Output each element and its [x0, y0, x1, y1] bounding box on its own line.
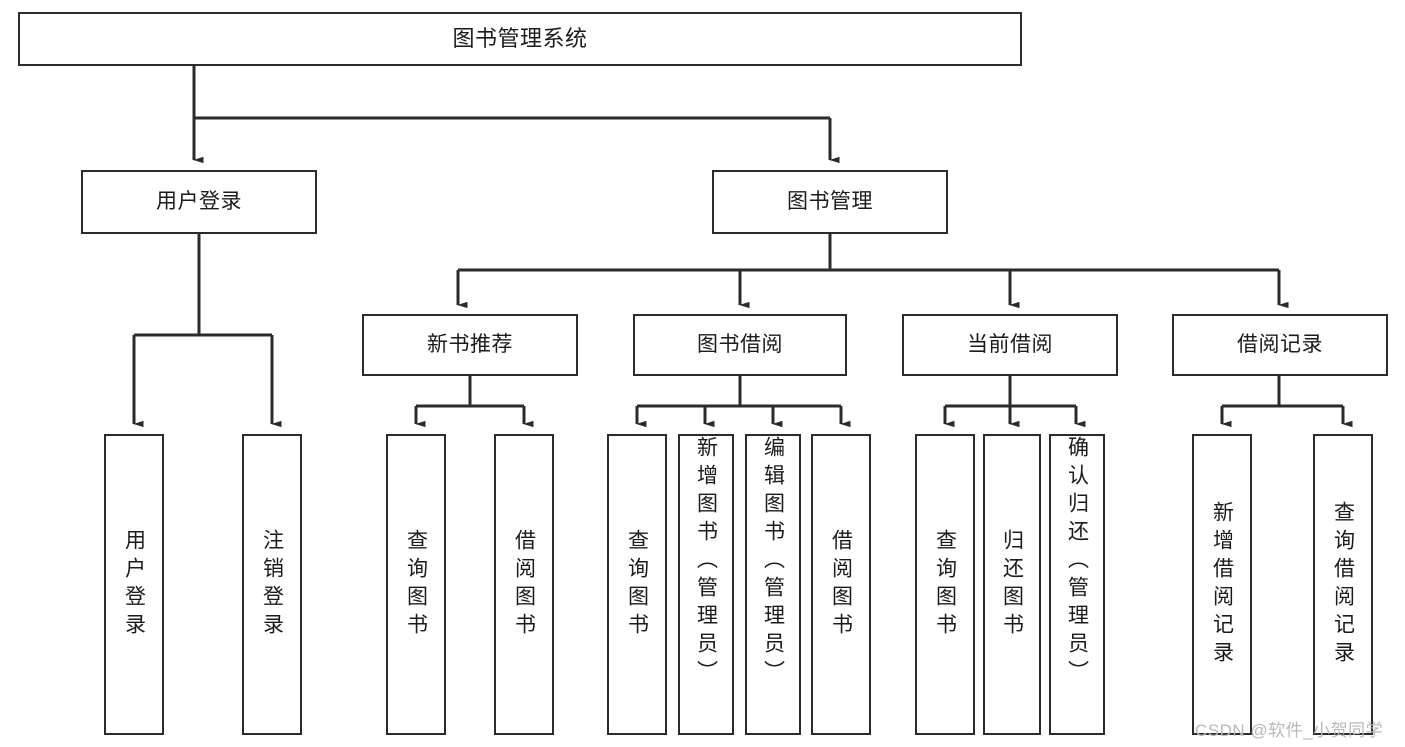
node-label: 借阅记录: [1237, 332, 1323, 356]
node-label: 查询图书: [625, 528, 649, 641]
node-label: 借阅图书: [512, 528, 536, 641]
leaf-logout[interactable]: 注销登录: [242, 434, 302, 735]
node-label: 归还图书: [1000, 528, 1024, 641]
node-user-login[interactable]: 用户登录: [81, 170, 317, 234]
node-root-system[interactable]: 图书管理系统: [18, 12, 1022, 66]
leaf-return-book[interactable]: 归还图书: [983, 434, 1041, 735]
node-label: 图书借阅: [697, 332, 783, 356]
node-label: 借阅图书: [829, 528, 853, 641]
node-label: 图书管理系统: [452, 26, 588, 52]
leaf-add-book-admin[interactable]: 新增图书（管理员）: [678, 434, 734, 735]
leaf-query-book-recommend[interactable]: 查询图书: [386, 434, 446, 735]
node-label: 用户登录: [156, 189, 242, 213]
leaf-query-book-borrow[interactable]: 查询图书: [607, 434, 667, 735]
node-label: 图书管理: [787, 189, 873, 213]
leaf-user-login[interactable]: 用户登录: [104, 434, 164, 735]
node-label: 查询借阅记录: [1331, 500, 1355, 669]
node-label: 注销登录: [260, 528, 284, 641]
node-current-borrow[interactable]: 当前借阅: [902, 314, 1118, 376]
leaf-borrow-book-recommend[interactable]: 借阅图书: [494, 434, 554, 735]
node-label: 当前借阅: [967, 332, 1053, 356]
leaf-confirm-return-admin[interactable]: 确认归还（管理员）: [1049, 434, 1105, 735]
node-label: 新增图书（管理员）: [694, 436, 718, 688]
node-label: 编辑图书（管理员）: [761, 436, 785, 688]
leaf-query-borrow-record[interactable]: 查询借阅记录: [1313, 434, 1373, 735]
leaf-edit-book-admin[interactable]: 编辑图书（管理员）: [745, 434, 801, 735]
leaf-add-borrow-record[interactable]: 新增借阅记录: [1192, 434, 1252, 735]
node-label: 用户登录: [122, 528, 146, 641]
node-label: 查询图书: [933, 528, 957, 641]
node-label: 新书推荐: [427, 332, 513, 356]
node-book-management[interactable]: 图书管理: [712, 170, 948, 234]
node-label: 新增借阅记录: [1210, 500, 1234, 669]
node-label: 查询图书: [404, 528, 428, 641]
leaf-borrow-book[interactable]: 借阅图书: [811, 434, 871, 735]
watermark-text: CSDN @软件_小贺同学: [1195, 721, 1384, 740]
leaf-query-book-current[interactable]: 查询图书: [915, 434, 975, 735]
node-book-borrow[interactable]: 图书借阅: [633, 314, 847, 376]
node-label: 确认归还（管理员）: [1065, 436, 1089, 688]
node-borrow-record[interactable]: 借阅记录: [1172, 314, 1388, 376]
node-new-book-recommend[interactable]: 新书推荐: [362, 314, 578, 376]
